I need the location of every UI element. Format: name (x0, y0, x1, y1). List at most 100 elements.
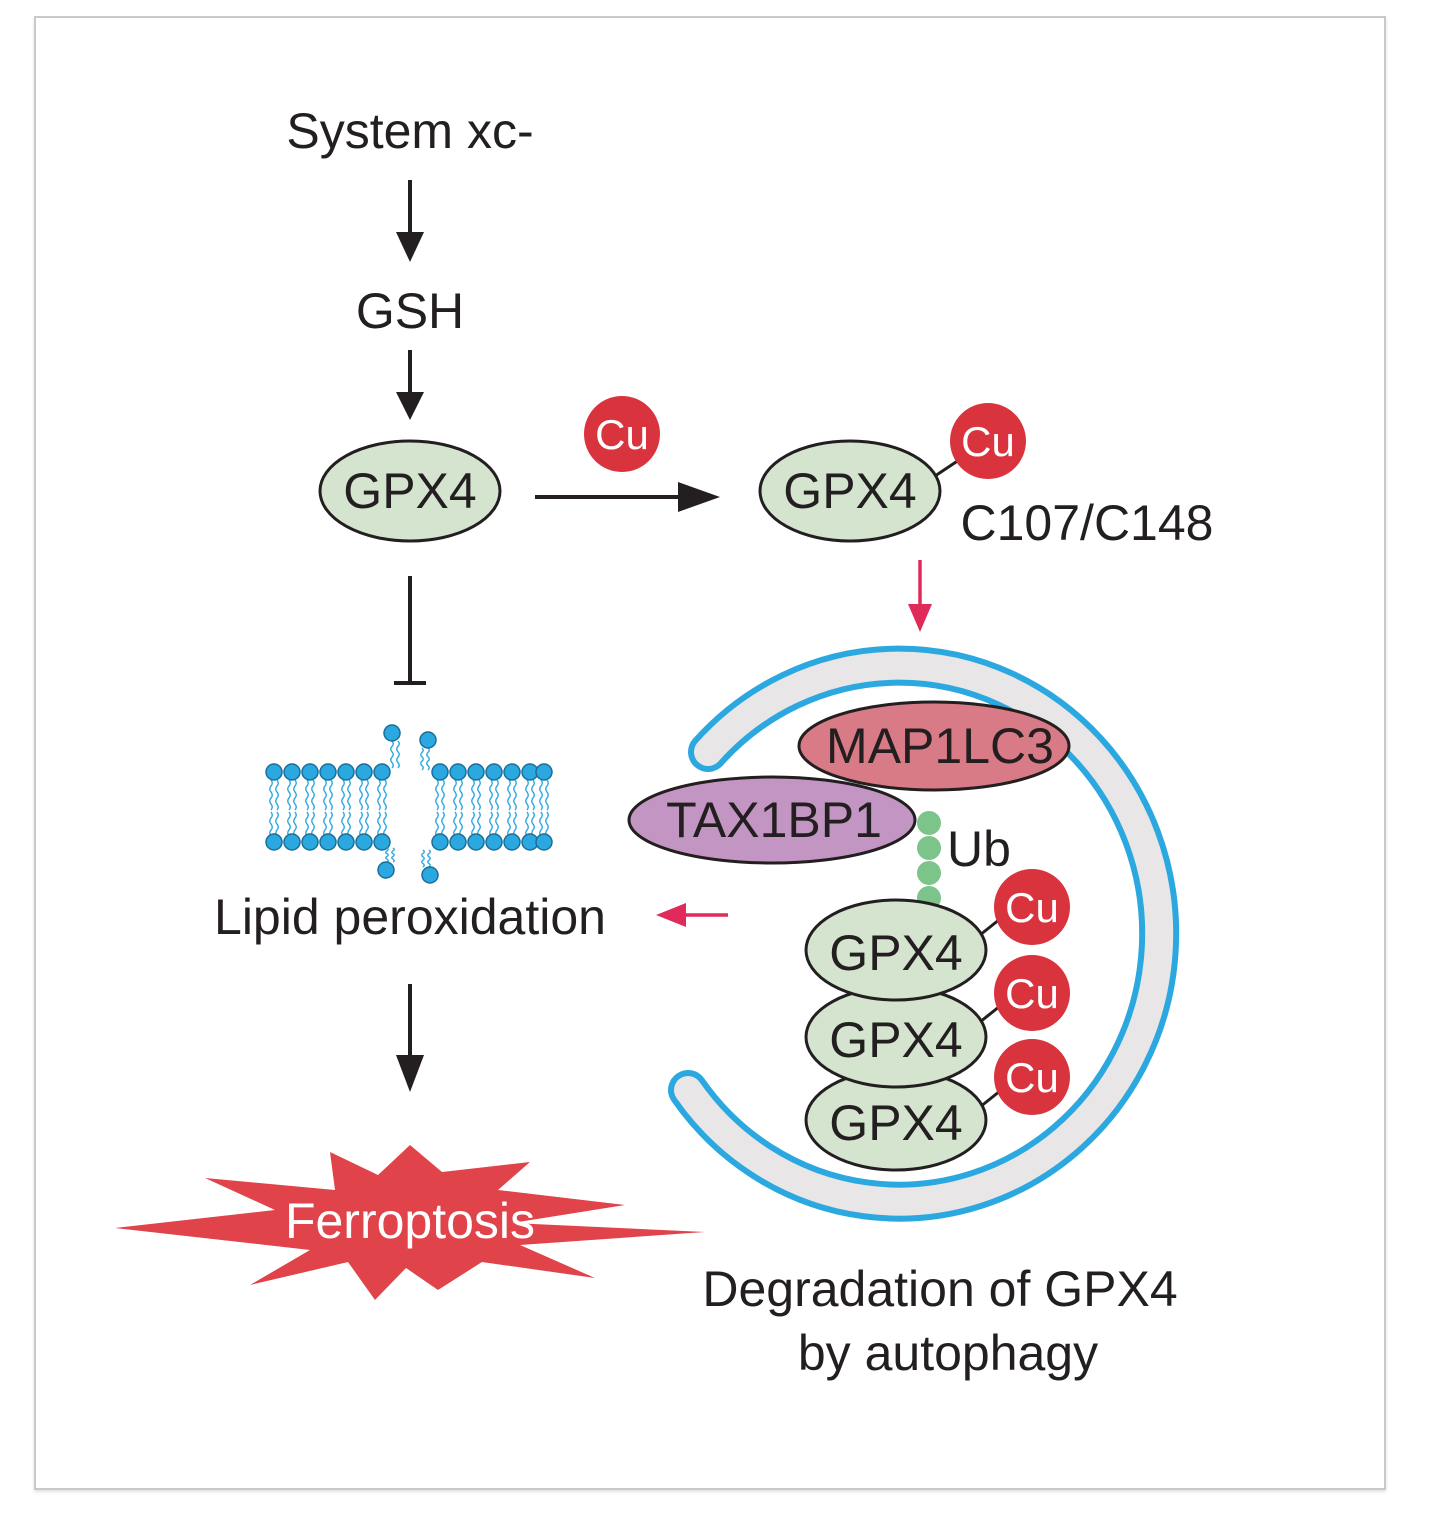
lipid-head (503, 833, 521, 851)
lipid-tail (311, 779, 315, 811)
cu-ion-free: Cu (584, 396, 660, 472)
lipid-tail (377, 779, 381, 811)
lipid-head (319, 763, 337, 781)
lipid-head (301, 763, 319, 781)
lipid-tail (471, 779, 475, 811)
inhibition-gpx4-lipid (394, 576, 426, 685)
lipid-tail (341, 779, 345, 811)
lipid-tail (545, 779, 549, 811)
arrow-to-lipid-peroxidation (656, 903, 728, 927)
lipid-head (337, 833, 355, 851)
lipid-tail (359, 779, 363, 811)
lipid-tail (420, 747, 424, 771)
lipid-tail (269, 779, 273, 811)
lipid-tail (531, 779, 535, 811)
lipid-tail (293, 779, 297, 811)
map1lc3-node: MAP1LC3 (797, 700, 1071, 792)
lipid-head (503, 763, 521, 781)
lipid-tail (513, 779, 517, 811)
arrow-gpx4-to-cu-bound (535, 482, 720, 512)
lipid-tail (287, 779, 291, 811)
lipid-tail (347, 779, 351, 811)
lipid-head (377, 861, 395, 879)
lipid-head (467, 763, 485, 781)
arrow-system-to-gsh (396, 180, 424, 262)
lipid-tail (427, 849, 431, 868)
svg-text:GPX4: GPX4 (829, 925, 962, 981)
lipid-head (355, 833, 373, 851)
svg-text:Cu: Cu (1005, 884, 1059, 931)
lipid-tail (396, 740, 400, 769)
svg-text:GPX4: GPX4 (829, 1095, 962, 1151)
lipid-head (449, 833, 467, 851)
lipid-tail (383, 779, 387, 811)
lipid-tail (525, 779, 529, 811)
lipid-head (373, 833, 391, 851)
lipid-bilayer-icon (265, 724, 553, 884)
lipid-head (319, 833, 337, 851)
lipid-head (383, 724, 401, 742)
lipid-tail (459, 779, 463, 811)
phagophore-membrane (668, 645, 1180, 1222)
lipid-tail (323, 779, 327, 811)
gsh-label: GSH (356, 283, 464, 339)
ub-label: Ub (947, 821, 1011, 877)
lipid-head (535, 763, 553, 781)
lipid-tail (477, 779, 481, 811)
gpx4-node-left: GPX4 (318, 439, 502, 543)
svg-text:Cu: Cu (961, 418, 1015, 465)
lipid-head (265, 833, 283, 851)
map1lc3-label: MAP1LC3 (826, 718, 1054, 774)
svg-text:GPX4: GPX4 (829, 1012, 962, 1068)
lipid-head (283, 833, 301, 851)
lipid-tail (539, 779, 543, 811)
lipid-head (373, 763, 391, 781)
lipid-tail (365, 779, 369, 811)
gpx4-cu-complex: GPX4 Cu (758, 403, 1026, 543)
lipid-head (485, 763, 503, 781)
lipid-tail (305, 779, 309, 811)
lipid-head (301, 833, 319, 851)
degradation-caption-line2: by autophagy (798, 1325, 1098, 1381)
svg-text:Cu: Cu (1005, 970, 1059, 1017)
lipid-head (431, 833, 449, 851)
tax1bp1-label: TAX1BP1 (666, 792, 882, 848)
gpx4-label: GPX4 (783, 463, 916, 519)
lipid-tail (385, 847, 389, 863)
arrow-lipid-to-ferroptosis (396, 984, 424, 1092)
lipid-head (535, 833, 553, 851)
tax1bp1-node: TAX1BP1 (627, 775, 917, 865)
lipid-tail (507, 779, 511, 811)
arrow-gsh-to-gpx4 (396, 350, 424, 420)
lipid-tail (426, 747, 430, 771)
gpx4-cu-stack: GPX4 GPX4 GPX4 Cu Cu Cu (804, 869, 1070, 1172)
lipid-tail (453, 779, 457, 811)
lipid-head (355, 763, 373, 781)
lipid-tail (441, 779, 445, 811)
lipid-tail (421, 849, 425, 868)
ferroptosis-starburst: Ferroptosis (115, 1145, 705, 1300)
degradation-caption-line1: Degradation of GPX4 (702, 1261, 1177, 1317)
ferroptosis-label: Ferroptosis (285, 1193, 535, 1249)
lipid-tail (495, 779, 499, 811)
lipid-head (283, 763, 301, 781)
lipid-head (337, 763, 355, 781)
svg-text:Cu: Cu (595, 411, 649, 458)
lipid-tail (275, 779, 279, 811)
lipid-tail (329, 779, 333, 811)
ubiquitin-chain (917, 811, 941, 910)
lipid-peroxidation-label: Lipid peroxidation (214, 889, 606, 945)
lipid-head (449, 763, 467, 781)
system-xc-label: System xc- (286, 103, 533, 159)
lipid-tail (390, 740, 394, 769)
lipid-tail (489, 779, 493, 811)
lipid-head (485, 833, 503, 851)
c107-c148-label: C107/C148 (961, 495, 1214, 551)
lipid-tail (435, 779, 439, 811)
lipid-head (467, 833, 485, 851)
lipid-tail (391, 847, 395, 863)
lipid-head (265, 763, 283, 781)
lipid-head (421, 866, 439, 884)
svg-text:Cu: Cu (1005, 1054, 1059, 1101)
